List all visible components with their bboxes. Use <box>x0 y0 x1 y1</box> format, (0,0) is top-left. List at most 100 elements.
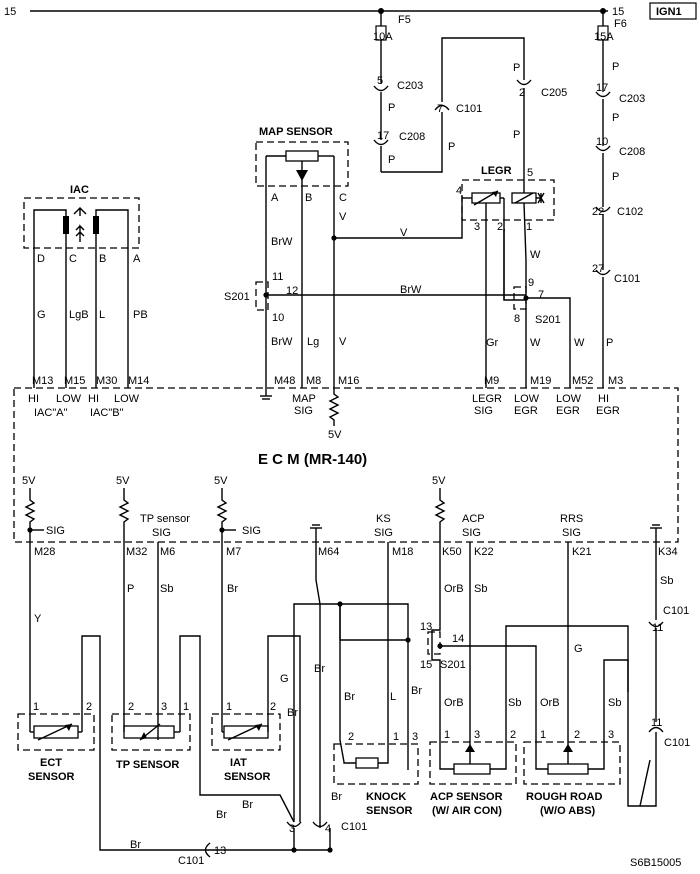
svg-text:P: P <box>513 62 520 74</box>
svg-text:C101: C101 <box>663 605 689 617</box>
svg-text:1: 1 <box>444 729 450 741</box>
svg-text:IAC"A": IAC"A" <box>34 407 68 419</box>
svg-text:Br: Br <box>411 685 422 697</box>
svg-text:C102: C102 <box>617 206 643 218</box>
svg-text:M6: M6 <box>160 546 175 558</box>
svg-text:LgB: LgB <box>69 309 89 321</box>
svg-text:C101: C101 <box>614 273 640 285</box>
fuse-f5-name: F5 <box>398 14 411 26</box>
svg-text:13: 13 <box>420 621 432 633</box>
svg-text:D: D <box>37 253 45 265</box>
svg-text:SIG: SIG <box>562 527 581 539</box>
svg-text:M64: M64 <box>318 546 339 558</box>
svg-text:W: W <box>530 249 541 261</box>
svg-text:K34: K34 <box>658 546 678 558</box>
svg-text:5V: 5V <box>22 475 36 487</box>
svg-text:SIG: SIG <box>374 527 393 539</box>
svg-text:27: 27 <box>592 263 604 275</box>
fuse-f6-rating: 15A <box>594 31 614 43</box>
map-sensor-title: MAP SENSOR <box>259 126 333 138</box>
svg-text:1: 1 <box>183 701 189 713</box>
svg-text:LEGR: LEGR <box>472 393 502 405</box>
svg-text:EGR: EGR <box>596 405 620 417</box>
svg-text:1: 1 <box>393 731 399 743</box>
svg-text:12: 12 <box>286 285 298 297</box>
svg-text:P: P <box>127 583 134 595</box>
ign1-box <box>649 2 697 20</box>
svg-text:P: P <box>388 154 395 166</box>
f5-branch: F5 10A 5 C203 P 17 C208 P P 7 C101 P 2 C… <box>373 11 567 183</box>
svg-text:G: G <box>37 309 46 321</box>
svg-text:BrW: BrW <box>271 336 293 348</box>
svg-text:G: G <box>280 673 289 685</box>
svg-text:C: C <box>339 192 347 204</box>
iac-motor: IAC D C B A G LgB L PB <box>23 184 148 388</box>
svg-text:C208: C208 <box>399 131 425 143</box>
map-sensor: MAP SENSOR A B C BrW V BrW Lg V V <box>255 126 463 388</box>
svg-text:2: 2 <box>519 87 525 99</box>
svg-text:1: 1 <box>226 701 232 713</box>
svg-text:S201: S201 <box>440 659 466 671</box>
svg-text:M28: M28 <box>34 546 55 558</box>
svg-text:4: 4 <box>325 823 331 835</box>
svg-text:10: 10 <box>596 136 608 148</box>
svg-text:Sb: Sb <box>608 697 621 709</box>
svg-text:SENSOR: SENSOR <box>224 771 271 783</box>
figure-id: S6B15005 <box>630 857 681 869</box>
svg-text:2: 2 <box>497 221 503 233</box>
ecm-title: E C M (MR-140) <box>258 451 367 468</box>
svg-text:S201: S201 <box>535 314 561 326</box>
svg-text:C208: C208 <box>619 146 645 158</box>
svg-text:7: 7 <box>437 103 443 115</box>
splice-s201-right: 9 7 8 S201 <box>513 260 571 388</box>
svg-text:Sb: Sb <box>660 575 673 587</box>
svg-text:M9: M9 <box>484 375 499 387</box>
svg-text:10: 10 <box>272 312 284 324</box>
power-rail: 15 15 IGN1 <box>4 2 697 20</box>
svg-text:Br: Br <box>242 799 253 811</box>
svg-text:M32: M32 <box>126 546 147 558</box>
svg-text:(W/ AIR CON): (W/ AIR CON) <box>432 805 502 817</box>
svg-text:A: A <box>271 192 279 204</box>
svg-text:M3: M3 <box>608 375 623 387</box>
svg-text:OrB: OrB <box>444 583 464 595</box>
svg-text:17: 17 <box>596 82 608 94</box>
iac-title: IAC <box>70 184 89 196</box>
svg-text:Sb: Sb <box>474 583 487 595</box>
rough-road-sensor: 1 2 3 ROUGH ROAD (W/O ABS) <box>523 729 621 817</box>
svg-text:G: G <box>574 643 583 655</box>
svg-text:P: P <box>612 112 619 124</box>
svg-text:Sb: Sb <box>160 583 173 595</box>
svg-text:ACP SENSOR: ACP SENSOR <box>430 791 503 803</box>
svg-text:EGR: EGR <box>556 405 580 417</box>
svg-text:OrB: OrB <box>540 697 560 709</box>
svg-text:LOW: LOW <box>114 393 140 405</box>
svg-text:M7: M7 <box>226 546 241 558</box>
svg-text:KNOCK: KNOCK <box>366 791 406 803</box>
svg-text:SIG: SIG <box>46 525 65 537</box>
svg-text:A: A <box>133 253 141 265</box>
svg-text:L: L <box>390 691 396 703</box>
svg-text:S201: S201 <box>224 291 250 303</box>
svg-text:Gr: Gr <box>486 337 499 349</box>
svg-text:W: W <box>574 337 585 349</box>
svg-text:22: 22 <box>592 206 604 218</box>
svg-text:TP sensor: TP sensor <box>140 513 190 525</box>
svg-text:C: C <box>69 253 77 265</box>
svg-text:3: 3 <box>474 221 480 233</box>
svg-text:V: V <box>400 227 408 239</box>
svg-text:M52: M52 <box>572 375 593 387</box>
svg-text:M18: M18 <box>392 546 413 558</box>
svg-text:L: L <box>99 309 105 321</box>
lower-wiring: Y P Sb Br G Br Br Br Br Br Br L Br Br O <box>29 542 690 867</box>
svg-text:Lg: Lg <box>307 336 319 348</box>
svg-text:B: B <box>305 192 312 204</box>
iat-sensor: 1 2 IAT SENSOR <box>211 701 281 783</box>
svg-text:BrW: BrW <box>400 284 422 296</box>
svg-text:HI: HI <box>28 393 39 405</box>
svg-text:SIG: SIG <box>152 527 171 539</box>
svg-text:B: B <box>99 253 106 265</box>
svg-text:PB: PB <box>133 309 148 321</box>
svg-text:M30: M30 <box>96 375 117 387</box>
svg-text:W: W <box>530 337 541 349</box>
